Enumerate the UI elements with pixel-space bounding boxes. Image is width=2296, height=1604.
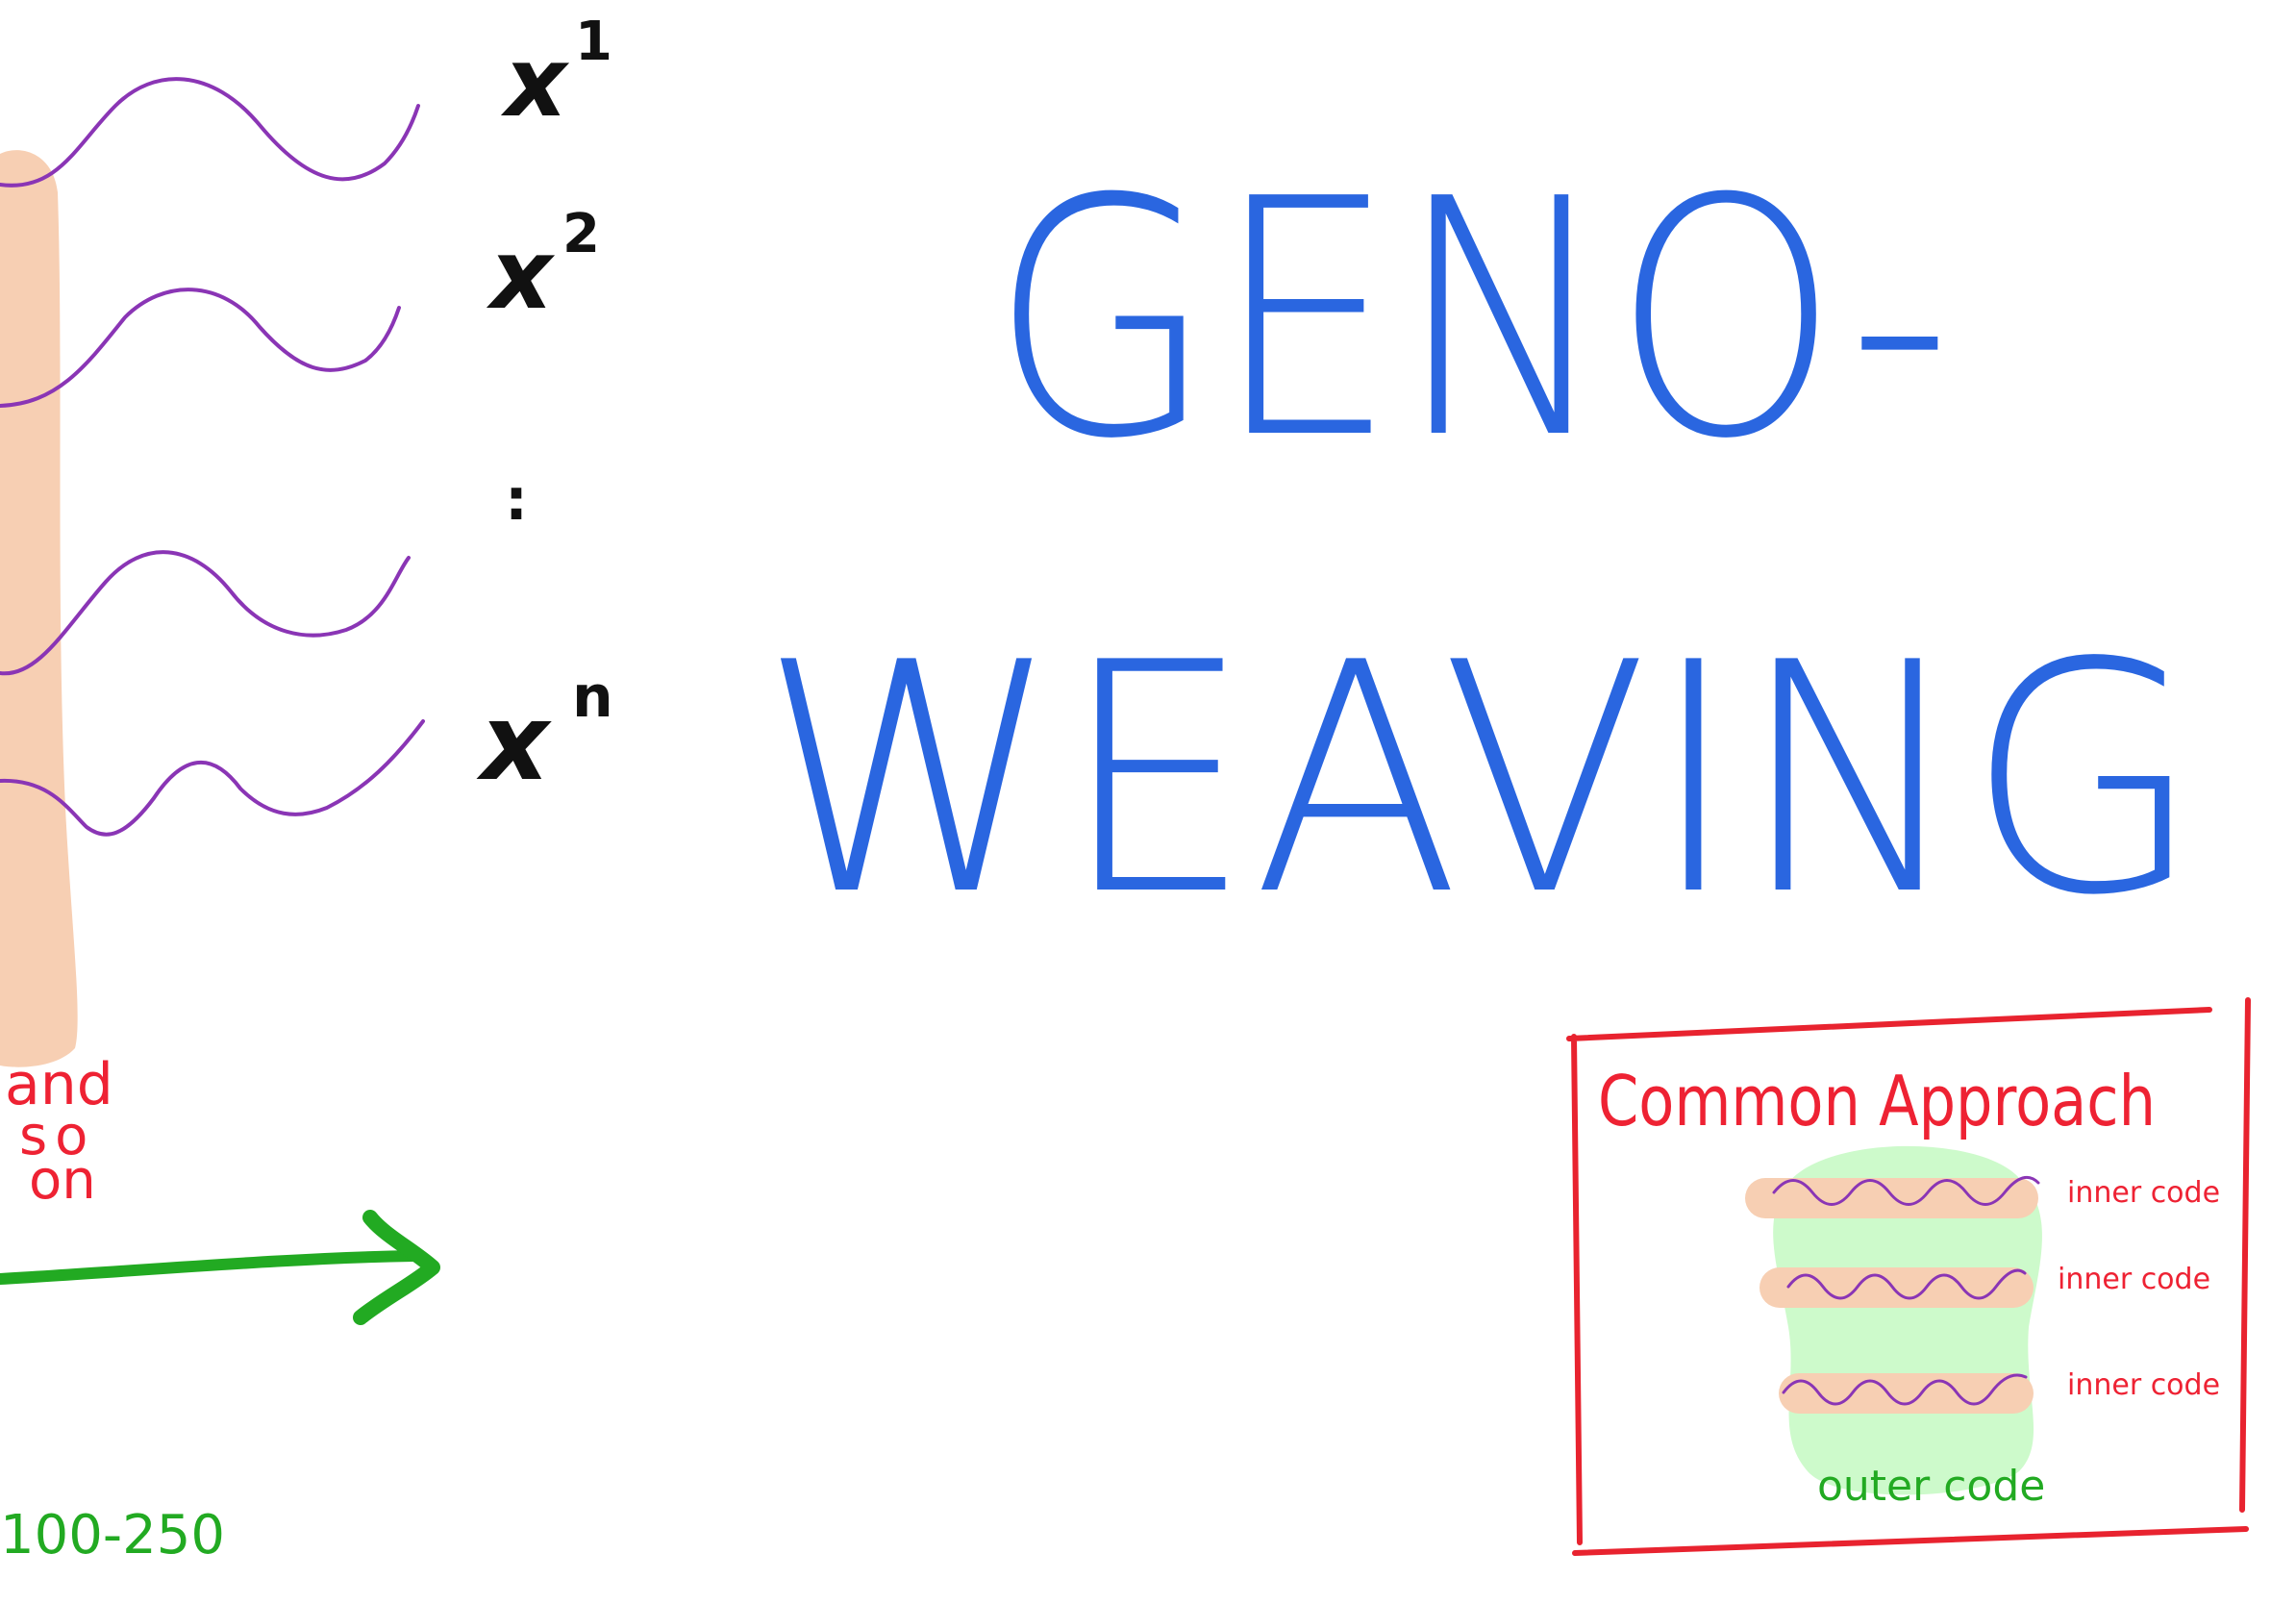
ellipsis: : xyxy=(505,466,528,534)
inset-common-approach: Common Approach inner code inner code in… xyxy=(1566,997,2251,1556)
inner-waves xyxy=(1772,1175,2040,1406)
peach-band xyxy=(0,150,78,1067)
variable-labels: x 1 x 2 : x n xyxy=(476,11,613,804)
wave-group xyxy=(0,77,425,837)
variable-x2: x xyxy=(486,218,556,331)
note-on: on xyxy=(29,1149,96,1212)
range-label: 100-250 xyxy=(0,1504,225,1566)
arrow-shaft xyxy=(0,1250,419,1285)
arrow-head-icon xyxy=(353,1210,440,1325)
title-line-1: GENO- xyxy=(990,130,1952,511)
inner-label-2: inner code xyxy=(2058,1263,2210,1296)
inset-frame xyxy=(1566,997,2251,1556)
inner-label-3: inner code xyxy=(2067,1368,2220,1402)
inner-labels: inner code inner code inner code xyxy=(2058,1176,2220,1402)
title-line-2: WEAVING xyxy=(760,595,2202,965)
wave-2 xyxy=(0,288,401,408)
superscript-1: 1 xyxy=(575,11,612,73)
superscript-n: n xyxy=(572,664,613,731)
and-so-on-note: and so on xyxy=(5,1051,113,1212)
note-and: and xyxy=(5,1051,113,1118)
inner-wave-3 xyxy=(1782,1373,2028,1406)
wave-3 xyxy=(0,550,411,676)
inner-band-1 xyxy=(1745,1178,2038,1218)
inner-label-1: inner code xyxy=(2067,1176,2220,1210)
wave-1 xyxy=(0,77,420,188)
inner-wave-2 xyxy=(1786,1268,2027,1300)
wave-4 xyxy=(0,719,425,837)
inner-wave-1 xyxy=(1772,1175,2040,1206)
title-block: GENO- WEAVING xyxy=(760,130,2202,965)
inset-title: Common Approach xyxy=(1598,1061,2156,1141)
inner-band-2 xyxy=(1759,1267,2034,1308)
variable-x1: x xyxy=(500,26,570,138)
superscript-2: 2 xyxy=(562,203,600,265)
note-so: so xyxy=(19,1105,95,1167)
inner-band-3 xyxy=(1779,1373,2034,1414)
variable-xn: x xyxy=(476,681,552,804)
green-arrow xyxy=(0,1210,440,1325)
outer-code-label: outer code xyxy=(1817,1462,2045,1511)
